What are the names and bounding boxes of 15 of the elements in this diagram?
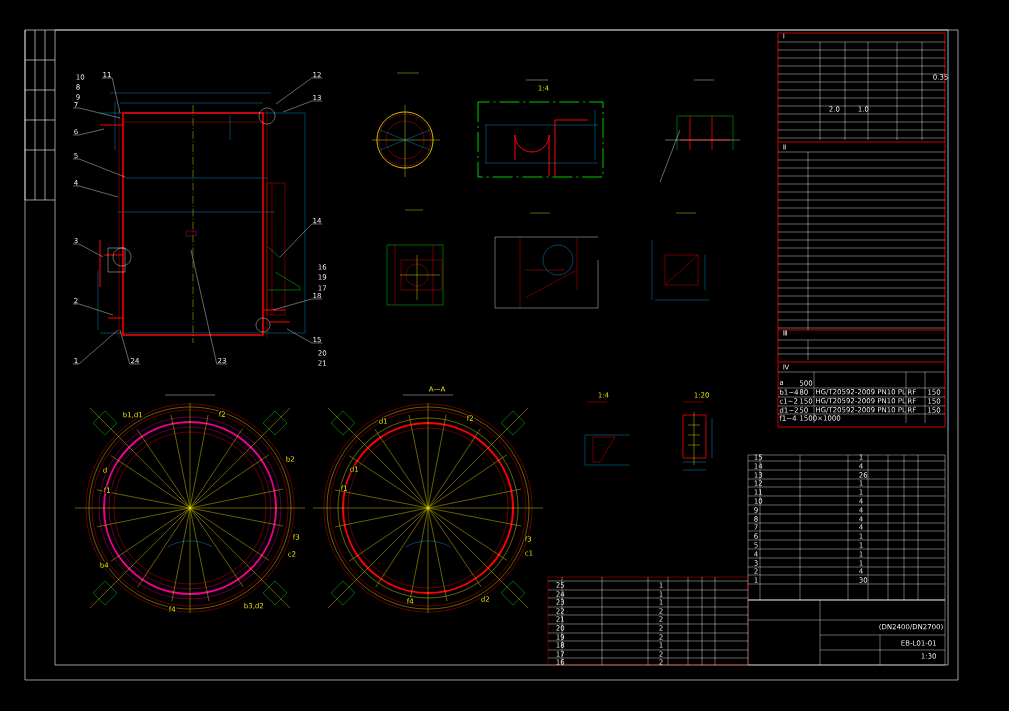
leader-line	[72, 158, 126, 178]
leader-line	[72, 303, 114, 316]
leader-line	[279, 223, 323, 258]
leader-line	[275, 77, 323, 105]
leader-line	[101, 77, 121, 114]
leader-line	[272, 298, 323, 311]
leader-line	[282, 100, 323, 113]
leader-line	[72, 128, 105, 136]
leader-line	[190, 249, 228, 365]
leader-line	[72, 329, 119, 365]
leader-line	[72, 243, 104, 258]
leader-line	[286, 328, 323, 344]
leader-line	[119, 329, 141, 365]
leader-line	[72, 107, 121, 119]
leader-line	[72, 185, 119, 198]
